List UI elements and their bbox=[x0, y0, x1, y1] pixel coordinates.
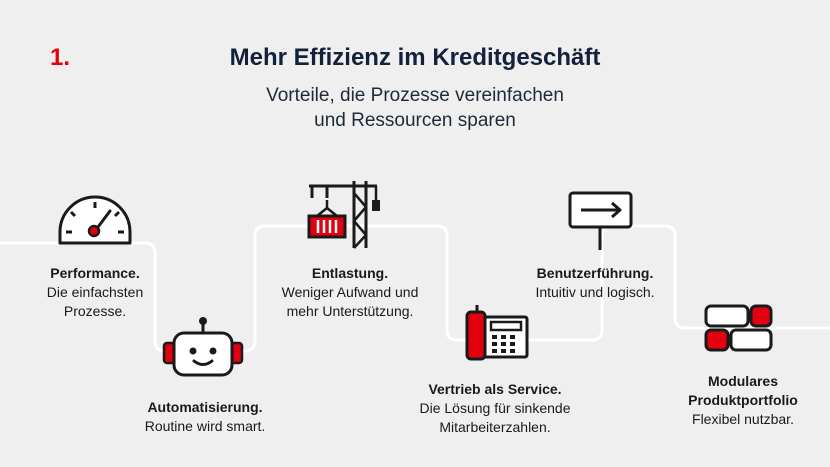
step-description: Intuitiv und logisch. bbox=[535, 284, 655, 300]
subtitle-line: Vorteile, die Prozesse vereinfachen bbox=[266, 85, 564, 106]
crane-icon bbox=[307, 181, 380, 249]
step-number: 1. bbox=[50, 44, 71, 71]
step-heading: Produktportfolio bbox=[688, 392, 798, 408]
subtitle-line: und Ressourcen sparen bbox=[314, 110, 516, 131]
page-title: Mehr Effizienz im Kreditgeschäft bbox=[229, 44, 601, 71]
step-entlastung: Entlastung. Weniger Aufwand und mehr Unt… bbox=[260, 264, 440, 321]
robot-icon bbox=[162, 317, 244, 377]
step-description: Die Lösung für sinkende bbox=[419, 400, 571, 416]
step-description: Prozesse. bbox=[63, 303, 127, 319]
step-description: Routine wird smart. bbox=[144, 418, 266, 434]
step-description: Flexibel nutzbar. bbox=[692, 411, 794, 427]
step-heading: Benutzerführung. bbox=[536, 265, 654, 281]
speedometer-icon bbox=[58, 195, 132, 245]
step-heading: Entlastung. bbox=[311, 265, 389, 281]
step-automatisierung: Automatisierung. Routine wird smart. bbox=[120, 398, 290, 436]
modules-icon bbox=[704, 304, 773, 352]
step-description: Weniger Aufwand und bbox=[281, 284, 419, 300]
step-heading: Automatisierung. bbox=[147, 399, 263, 415]
signpost-arrow-icon bbox=[568, 191, 633, 250]
step-heading: Vertrieb als Service. bbox=[428, 381, 562, 397]
step-vertrieb: Vertrieb als Service. Die Lösung für sin… bbox=[400, 380, 590, 437]
page-subtitle: Vorteile, die Prozesse vereinfachen und … bbox=[0, 83, 830, 133]
step-description: Mitarbeiterzahlen. bbox=[439, 419, 551, 435]
step-description: mehr Unterstützung. bbox=[286, 303, 414, 319]
step-produktportfolio: Modulares Produktportfolio Flexibel nutz… bbox=[668, 372, 818, 429]
step-heading: Modulares bbox=[707, 373, 778, 389]
step-heading: Performance. bbox=[50, 265, 140, 281]
step-description: Die einfachsten bbox=[46, 284, 144, 300]
step-benutzerfuehrung: Benutzerführung. Intuitiv und logisch. bbox=[515, 264, 675, 302]
step-performance: Performance. Die einfachsten Prozesse. bbox=[20, 264, 170, 321]
telephone-icon bbox=[465, 305, 529, 361]
